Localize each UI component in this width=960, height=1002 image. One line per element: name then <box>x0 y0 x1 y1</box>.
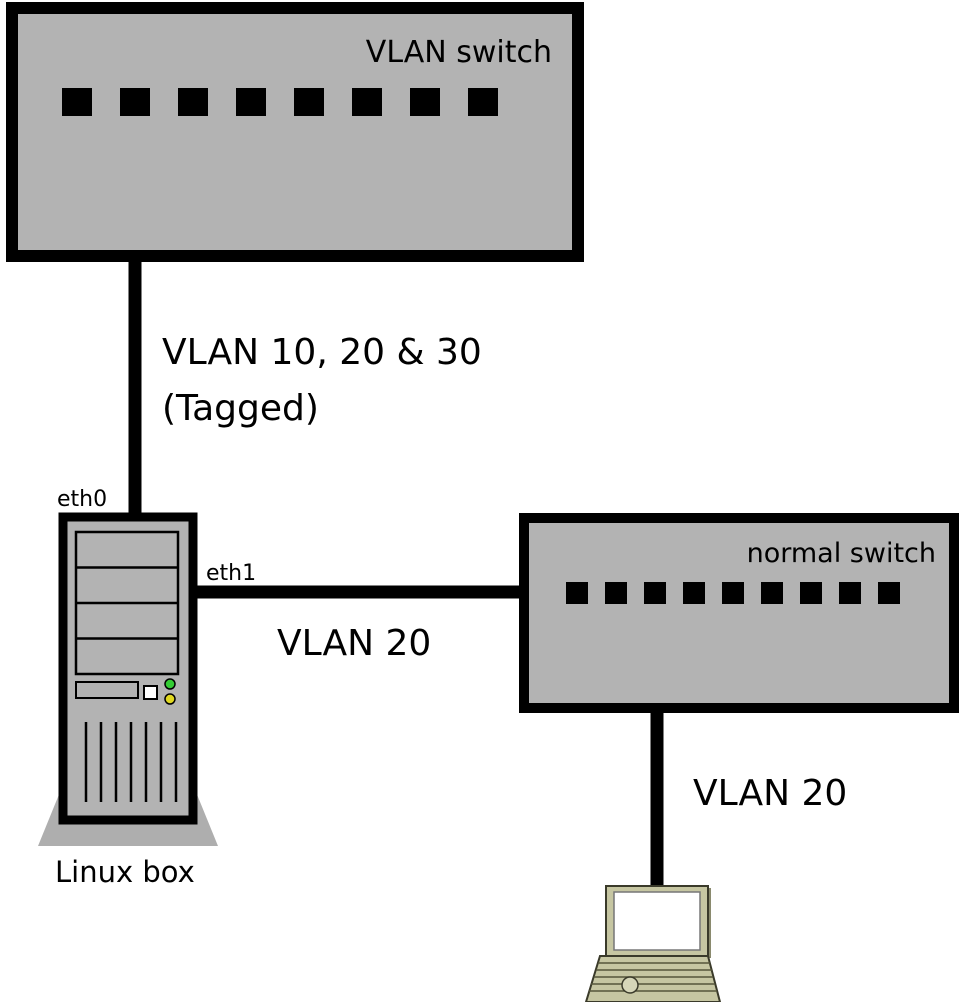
laptop-touchpad <box>621 976 639 994</box>
switch-port <box>722 582 744 604</box>
tower-vents <box>84 722 178 802</box>
switch-port <box>761 582 783 604</box>
laptop-key-rows <box>589 962 717 992</box>
switch-port <box>178 88 208 116</box>
power-button <box>143 685 158 700</box>
floppy-slot <box>75 681 139 699</box>
laptop-display <box>613 891 701 951</box>
normal-switch-label: normal switch <box>747 538 936 569</box>
switch-port <box>683 582 705 604</box>
vlan-switch-label: VLAN switch <box>366 35 552 70</box>
switch-port <box>839 582 861 604</box>
laptop <box>584 885 722 1002</box>
switch-port <box>468 88 498 116</box>
switch-port <box>120 88 150 116</box>
switch-port <box>605 582 627 604</box>
linux-box <box>38 512 218 846</box>
switch-port <box>800 582 822 604</box>
switch-port <box>294 88 324 116</box>
switch-port <box>878 582 900 604</box>
normal-switch-body <box>519 513 959 713</box>
switch-port <box>644 582 666 604</box>
tagged-label-line1: VLAN 10, 20 & 30 <box>162 332 482 373</box>
vlan20-right-label: VLAN 20 <box>693 773 847 814</box>
led-green <box>164 678 176 690</box>
vlan20-left-label: VLAN 20 <box>277 623 431 664</box>
switch-port <box>410 88 440 116</box>
switch-port <box>352 88 382 116</box>
switch-port <box>236 88 266 116</box>
linux-box-label: Linux box <box>55 855 195 889</box>
led-yellow <box>164 693 176 705</box>
tagged-label-line2: (Tagged) <box>162 388 319 429</box>
vlan-switch-body <box>6 2 584 262</box>
eth1-label: eth1 <box>206 561 256 586</box>
switch-port <box>62 88 92 116</box>
normal-switch-ports <box>566 582 900 604</box>
switch-port <box>566 582 588 604</box>
vlan-switch-ports <box>62 88 498 116</box>
eth0-label: eth0 <box>57 487 107 512</box>
